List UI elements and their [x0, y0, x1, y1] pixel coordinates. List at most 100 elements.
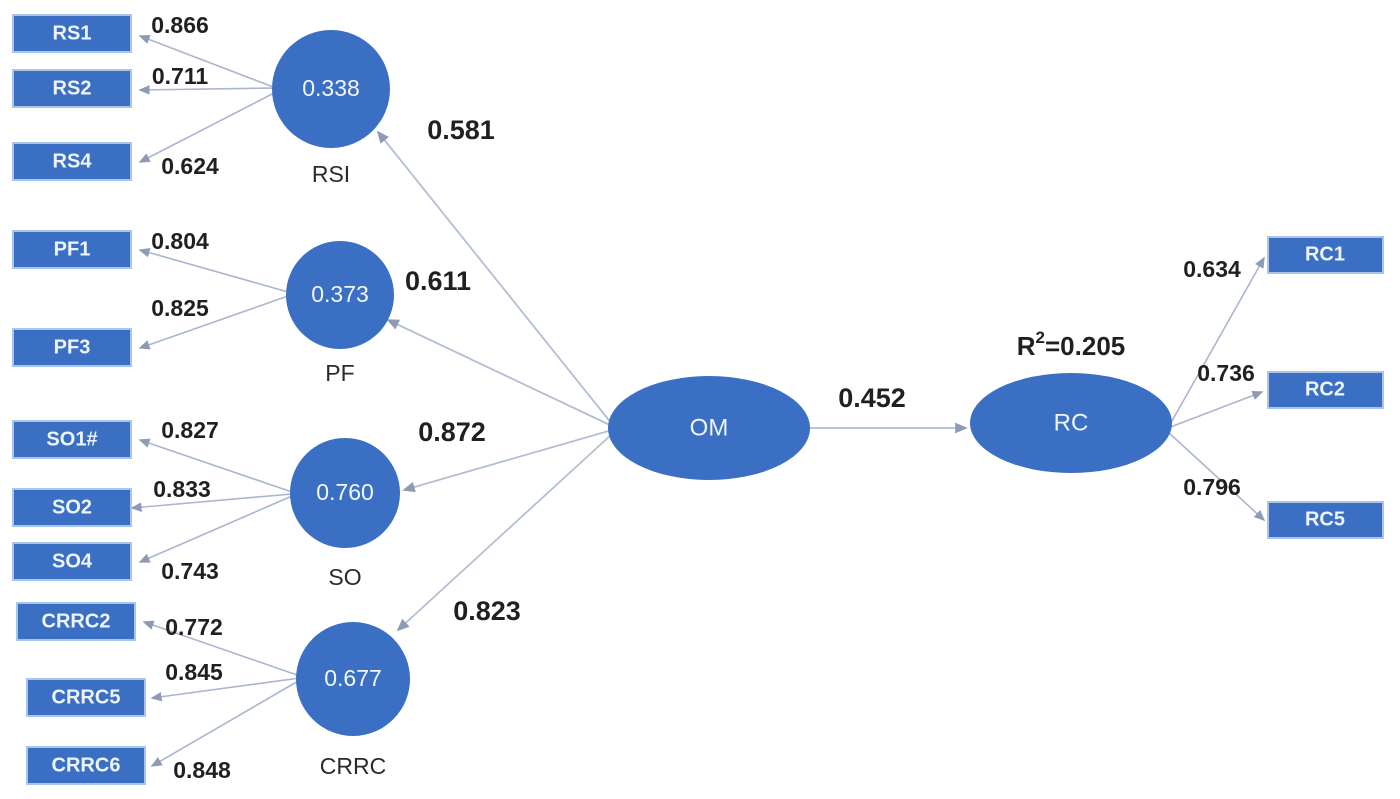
edge-so-so1	[138, 438, 293, 493]
indicator-rs2-box[interactable]	[12, 69, 132, 108]
r2-value: =0.205	[1045, 331, 1125, 361]
loading-crrc2-label: 0.772	[165, 614, 223, 640]
indicator-rc2[interactable]: RC2	[1267, 371, 1384, 409]
loading-labels: 0.866 0.711 0.624 0.804 0.825 0.827 0.83…	[151, 12, 1255, 783]
construct-rc-r2: R2=0.205	[1017, 328, 1126, 360]
indicator-crrc2-label: CRRC2	[42, 610, 111, 632]
construct-crrc-circle[interactable]	[296, 622, 410, 736]
construct-rsi-name: RSI	[312, 161, 350, 187]
construct-so[interactable]: 0.760 SO	[290, 438, 400, 590]
edges-crrc	[142, 620, 301, 767]
construct-crrc-value: 0.677	[324, 665, 382, 691]
loading-crrc6-label: 0.848	[173, 757, 231, 783]
edges-pf	[138, 248, 289, 350]
edge-om-pf	[386, 319, 613, 427]
path-om-crrc-label: 0.823	[453, 596, 521, 626]
edge-crrc-crrc6	[150, 679, 301, 767]
indicator-so4[interactable]: SO4	[12, 542, 132, 581]
indicator-rc2-label: RC2	[1305, 378, 1345, 400]
indicator-pf1-box[interactable]	[12, 230, 132, 269]
edge-pf-pf3	[138, 295, 289, 350]
indicator-rc1-label: RC1	[1305, 243, 1345, 265]
indicator-so2[interactable]: SO2	[12, 488, 132, 527]
loading-crrc5-label: 0.845	[165, 659, 223, 685]
r2-exponent: 2	[1036, 328, 1045, 347]
construct-so-circle[interactable]	[290, 438, 400, 548]
loading-so4-label: 0.743	[161, 558, 219, 584]
construct-rsi-circle[interactable]	[272, 30, 390, 148]
indicator-crrc2-box[interactable]	[16, 602, 136, 641]
edges-so	[130, 438, 293, 563]
indicator-pf1[interactable]: PF1	[12, 230, 132, 269]
edge-crrc-crrc2	[142, 620, 301, 677]
edges-rc	[1167, 256, 1266, 522]
loading-rs1-label: 0.866	[151, 12, 209, 38]
construct-om[interactable]: OM	[608, 376, 810, 480]
path-om-pf-label: 0.611	[405, 266, 471, 296]
indicator-pf1-label: PF1	[54, 238, 91, 260]
loading-so2-label: 0.833	[153, 476, 211, 502]
edge-rsi-rs4	[138, 91, 277, 163]
construct-crrc[interactable]: 0.677 CRRC	[296, 622, 410, 779]
edge-rsi-rs2	[138, 85, 277, 95]
indicator-crrc5-label: CRRC5	[52, 686, 121, 708]
indicator-rc2-box[interactable]	[1267, 371, 1384, 409]
indicator-so1-label: SO1#	[46, 428, 97, 450]
indicator-rc5-label: RC5	[1305, 508, 1345, 530]
indicator-crrc6-box[interactable]	[26, 746, 146, 785]
loading-rc2-label: 0.736	[1197, 360, 1255, 386]
edge-om-crrc	[396, 433, 613, 632]
construct-rc[interactable]: RC R2=0.205	[970, 328, 1172, 473]
indicator-so2-box[interactable]	[12, 488, 132, 527]
indicator-rs4-box[interactable]	[12, 142, 132, 181]
indicator-rc1[interactable]: RC1	[1267, 236, 1384, 274]
construct-pf[interactable]: 0.373 PF	[286, 241, 394, 386]
indicator-rs1[interactable]: RS1	[12, 14, 132, 53]
construct-rsi[interactable]: 0.338 RSI	[272, 30, 390, 187]
indicator-crrc5-box[interactable]	[26, 678, 146, 717]
indicator-rc1-box[interactable]	[1267, 236, 1384, 274]
indicator-so1-box[interactable]	[12, 420, 132, 459]
indicator-crrc6[interactable]: CRRC6	[26, 746, 146, 785]
loading-rs2-label: 0.711	[152, 63, 208, 89]
loading-pf1-label: 0.804	[151, 228, 209, 254]
indicator-so1[interactable]: SO1#	[12, 420, 132, 459]
edge-rc-rc5	[1167, 431, 1266, 522]
loading-so1-label: 0.827	[161, 417, 219, 443]
indicator-rs2[interactable]: RS2	[12, 69, 132, 108]
edge-rsi-rs1	[138, 34, 277, 89]
indicator-so4-label: SO4	[52, 550, 93, 572]
edge-om-so	[402, 429, 613, 493]
indicator-rc5-box[interactable]	[1267, 501, 1384, 539]
indicator-rs4-label: RS4	[53, 150, 93, 172]
indicator-so2-label: SO2	[52, 496, 92, 518]
indicator-crrc6-label: CRRC6	[52, 754, 121, 776]
indicator-pf3[interactable]: PF3	[12, 328, 132, 367]
indicator-rc5[interactable]: RC5	[1267, 501, 1384, 539]
edge-om-rsi	[376, 130, 613, 425]
construct-om-ellipse[interactable]	[608, 376, 810, 480]
construct-crrc-name: CRRC	[320, 753, 386, 779]
loading-rc1-label: 0.634	[1183, 256, 1241, 282]
construct-pf-circle[interactable]	[286, 241, 394, 349]
edges-structural	[376, 130, 968, 632]
construct-so-value: 0.760	[316, 479, 374, 505]
indicator-pf3-box[interactable]	[12, 328, 132, 367]
construct-pf-name: PF	[325, 360, 354, 386]
construct-rc-ellipse[interactable]	[970, 373, 1172, 473]
indicator-crrc2[interactable]: CRRC2	[16, 602, 136, 641]
indicator-rs1-label: RS1	[53, 22, 92, 44]
construct-rc-label: RC	[1054, 409, 1089, 436]
edge-crrc-crrc5	[150, 677, 301, 702]
construct-om-label: OM	[690, 414, 729, 441]
indicator-rs1-box[interactable]	[12, 14, 132, 53]
edge-rc-rc1	[1167, 256, 1265, 429]
indicator-rs4[interactable]: RS4	[12, 142, 132, 181]
path-om-so-label: 0.872	[418, 417, 486, 447]
construct-pf-value: 0.373	[311, 281, 369, 307]
construct-rsi-value: 0.338	[302, 75, 360, 101]
indicator-crrc5[interactable]: CRRC5	[26, 678, 146, 717]
indicator-so4-box[interactable]	[12, 542, 132, 581]
path-coefficient-labels: 0.581 0.611 0.872 0.823 0.452	[405, 115, 906, 626]
